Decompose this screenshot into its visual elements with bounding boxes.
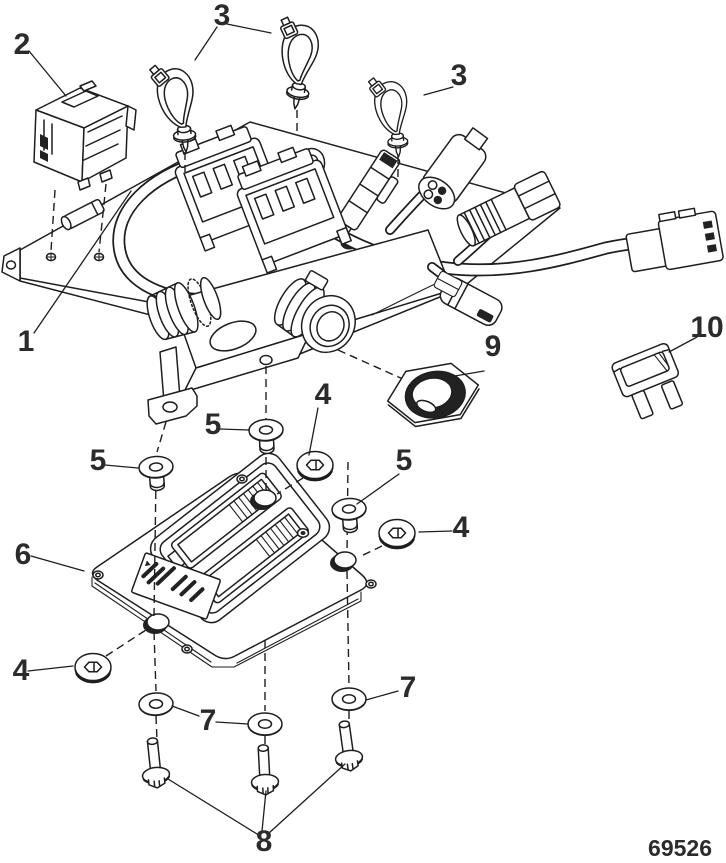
- relay: [33, 80, 137, 191]
- bulkhead-connector-left: [146, 276, 222, 341]
- drawing-part-number: 69526: [648, 835, 712, 861]
- callout-3b-label: 3: [451, 59, 468, 92]
- fuse: [611, 342, 684, 420]
- bulkhead-connector-right: [273, 270, 356, 354]
- washer-3: [331, 687, 367, 712]
- callout-2-label: 2: [14, 28, 31, 61]
- shoulder-screw-2: [247, 417, 285, 456]
- solenoid-cover-right: [236, 146, 352, 274]
- callout-4c-label: 4: [13, 654, 30, 687]
- callout-labels: 1 2 3 3 4 4 4 5 5 5 6 7 7 8 9 10: [13, 0, 724, 858]
- callout-5b-label: 5: [90, 444, 107, 477]
- ecm-label-sticker: [131, 552, 221, 620]
- branch-connector-clip: [433, 270, 463, 298]
- plate-rivets: [92, 474, 377, 654]
- harness-end-connector: [625, 207, 724, 273]
- ecm-plate: [91, 452, 377, 668]
- callout-7a-label: 7: [200, 704, 217, 737]
- callout-10-label: 10: [690, 311, 723, 344]
- shoulder-screw-3: [330, 496, 369, 535]
- callout-6-label: 6: [15, 538, 32, 571]
- ribbed-connector: [456, 170, 561, 247]
- bolt-3: [329, 718, 365, 774]
- cable-tie-1: [145, 59, 200, 156]
- bolt-2: [248, 743, 280, 797]
- four-pin-connector: [418, 127, 489, 210]
- hex-ring-nut: [386, 362, 480, 428]
- cable-tie-2: [262, 13, 324, 112]
- callout-3a-label: 3: [214, 0, 231, 32]
- grommet-3: [74, 652, 112, 684]
- plate-mount-holes: [143, 489, 357, 634]
- cable-tie-3: [364, 74, 411, 159]
- grommet-1: [296, 450, 334, 482]
- bolt-1: [137, 735, 172, 791]
- callout-7b-label: 7: [400, 671, 417, 704]
- washer-1: [137, 691, 175, 717]
- shoulder-screw-1: [137, 454, 176, 493]
- callout-5c-label: 5: [396, 444, 413, 477]
- callout-4b-label: 4: [453, 511, 470, 544]
- callout-8-label: 8: [256, 825, 273, 858]
- callout-1-label: 1: [18, 325, 35, 358]
- bracket-face: [146, 229, 453, 425]
- callout-5a-label: 5: [205, 408, 222, 441]
- grommet-2: [378, 518, 416, 550]
- washer-2: [247, 712, 283, 737]
- callout-9-label: 9: [485, 330, 502, 363]
- callout-leaders: [27, 23, 698, 835]
- face-oval-cutout: [209, 320, 257, 352]
- callout-4a-label: 4: [315, 378, 332, 411]
